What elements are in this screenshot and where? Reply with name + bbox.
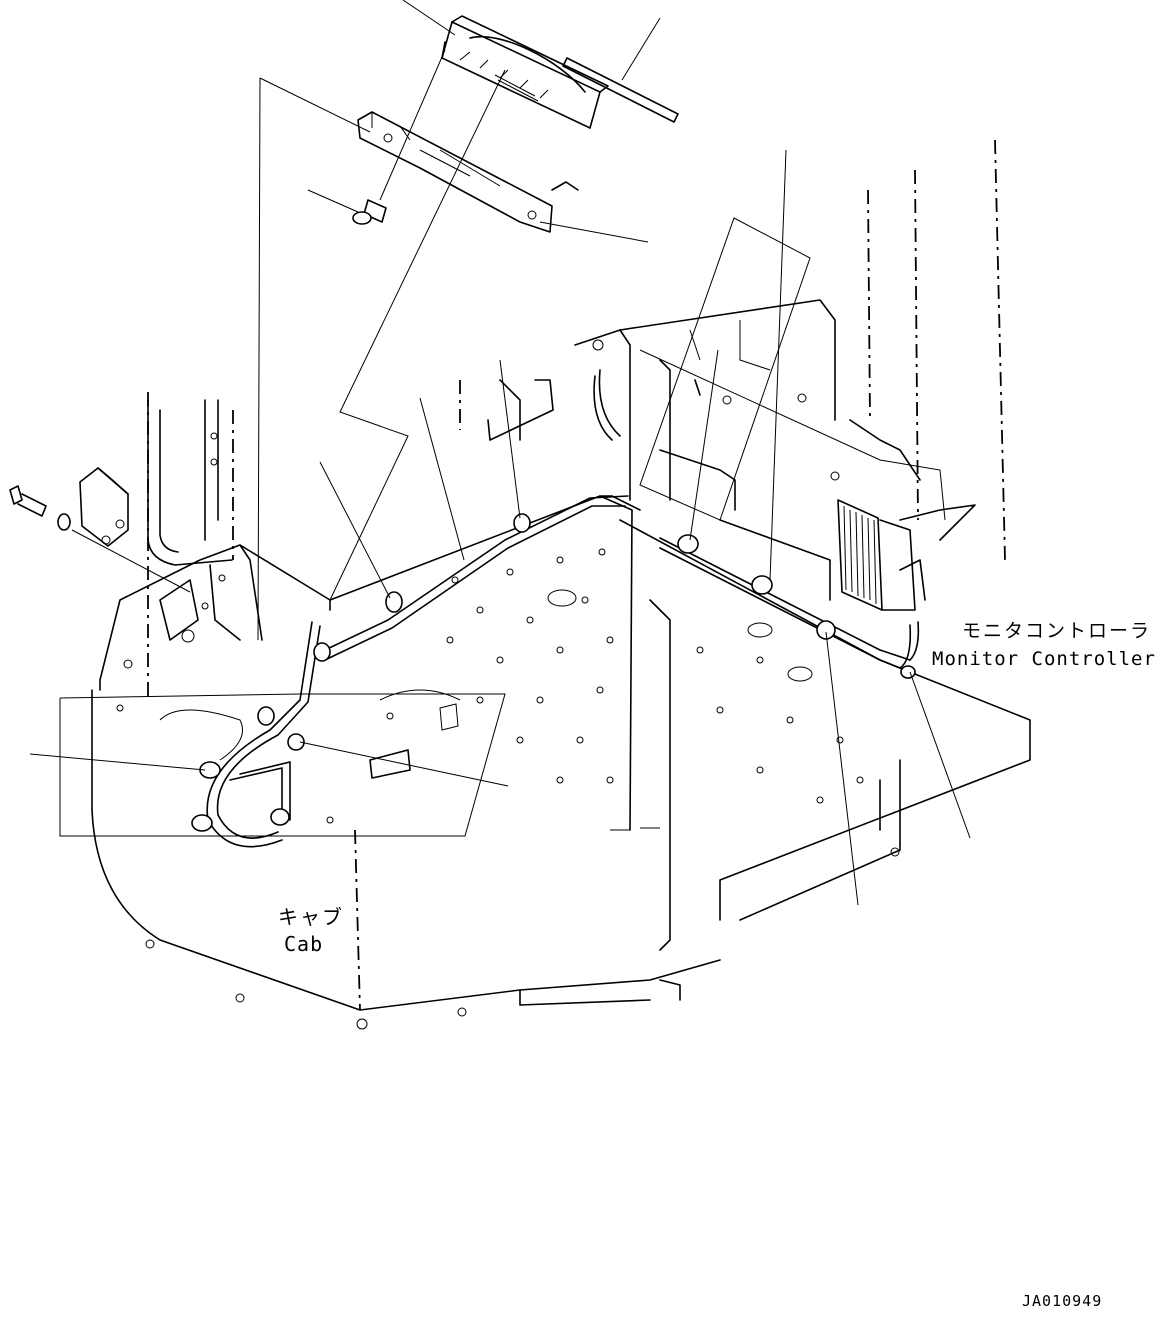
leader-line: [257, 77, 261, 641]
callout-box: [639, 217, 811, 521]
cab-label-en: Cab: [284, 932, 324, 956]
front-pillar: [147, 399, 233, 566]
leader-line: [71, 529, 191, 593]
leader-line: [259, 77, 371, 133]
cover-plate: [79, 467, 129, 547]
leader-line: [539, 221, 649, 243]
cab-outline-line: [914, 169, 919, 521]
callout-box: [59, 693, 506, 837]
leader-line: [307, 189, 359, 213]
monitor-controller-label-jp: モニタコントローラ: [962, 620, 1152, 642]
leader-line: [419, 397, 465, 561]
leader-line: [299, 741, 509, 787]
leader-line: [329, 69, 506, 601]
leader-line: [689, 349, 719, 541]
drawing-id: JA010949: [1022, 1292, 1103, 1310]
wire-harness: [206, 495, 920, 848]
rear-wall-frame: [574, 299, 976, 601]
leader-line: [909, 671, 971, 839]
cab-label-jp: キャブ: [278, 905, 344, 929]
monitor-controller-label-en: Monitor Controller: [932, 648, 1156, 670]
harness-clamps: [191, 513, 916, 832]
leader-line: [621, 17, 661, 81]
cab-lower-body: [91, 599, 901, 1030]
leader-line: [825, 631, 859, 906]
cab-outline-line: [867, 189, 871, 421]
floor-holes: [446, 548, 864, 804]
monitor-controller: [837, 499, 926, 611]
cab-floor: [329, 495, 1031, 921]
leader-line: [379, 49, 446, 201]
cab-outline-line: [994, 139, 1006, 561]
monitor-bracket: [357, 111, 579, 233]
cab-outline-line: [354, 829, 361, 1011]
leader-line: [29, 753, 206, 771]
leader-line: [769, 149, 787, 581]
cover-strip: [562, 57, 679, 123]
callout-box: [59, 693, 301, 699]
leader-line: [402, 0, 456, 36]
leader-line: [499, 359, 521, 519]
monitor-unit: [441, 15, 609, 130]
bolt-small: [352, 199, 387, 225]
left-console: [99, 544, 331, 691]
leader-line: [319, 461, 391, 599]
console-panel: [116, 689, 461, 824]
cab-upper-frame: [487, 369, 621, 441]
bolt-washer: [9, 485, 71, 531]
